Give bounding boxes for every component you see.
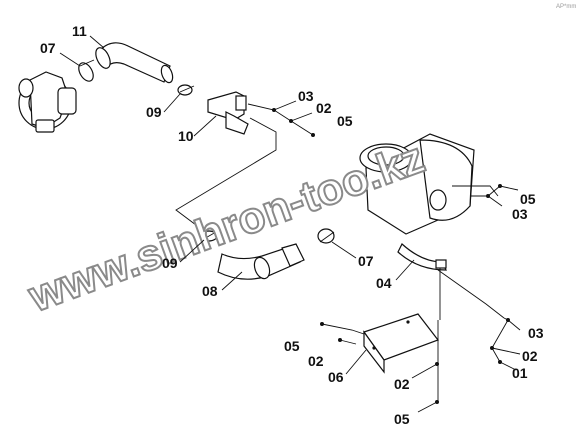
label-08: 08 <box>202 283 218 299</box>
strap-04 <box>397 243 505 320</box>
label-02-low: 02 <box>308 353 324 369</box>
label-05-bottom: 05 <box>394 411 410 427</box>
air-cleaner <box>359 133 499 235</box>
label-05-top: 05 <box>337 113 353 129</box>
label-03-top: 03 <box>298 88 314 104</box>
hose-clamp-top <box>78 59 95 82</box>
label-07-top: 07 <box>40 40 56 56</box>
label-09-mid: 09 <box>162 255 178 271</box>
label-02-lowright: 02 <box>522 348 538 364</box>
hose-clamp-mid <box>317 228 335 244</box>
label-10: 10 <box>178 128 194 144</box>
label-05-low: 05 <box>284 338 300 354</box>
label-06: 06 <box>328 369 344 385</box>
label-11: 11 <box>72 23 87 39</box>
turbocharger <box>18 71 77 133</box>
label-02-top: 02 <box>316 100 332 116</box>
label-04: 04 <box>376 275 392 291</box>
label-03-lowright: 03 <box>528 325 544 341</box>
hose-08 <box>217 243 305 280</box>
label-03-right: 03 <box>512 206 528 222</box>
bracket-plate-06 <box>363 313 439 374</box>
bolt-group-bottom <box>411 320 439 413</box>
label-09-top: 09 <box>146 104 162 120</box>
part-labels: 11 07 09 10 03 02 05 05 03 09 07 08 04 0… <box>40 23 544 427</box>
clamp-09-mid <box>200 230 218 242</box>
clamp-09-top <box>177 84 195 96</box>
watermark: www.sinhron-too.kz <box>22 133 431 322</box>
bracket-10 <box>207 91 249 135</box>
bolt-group-lower-right <box>490 317 521 371</box>
bolt-group-top <box>247 100 315 137</box>
label-01: 01 <box>512 365 528 381</box>
label-02-bottom: 02 <box>394 376 410 392</box>
routing-line <box>175 117 277 235</box>
bolt-group-right <box>470 184 519 207</box>
elbow-hose-11 <box>95 42 174 84</box>
label-05-right: 05 <box>520 191 536 207</box>
bolt-group-lower-left <box>320 322 365 345</box>
label-07-mid: 07 <box>358 253 374 269</box>
corner-mark: AP*mm <box>556 4 576 10</box>
